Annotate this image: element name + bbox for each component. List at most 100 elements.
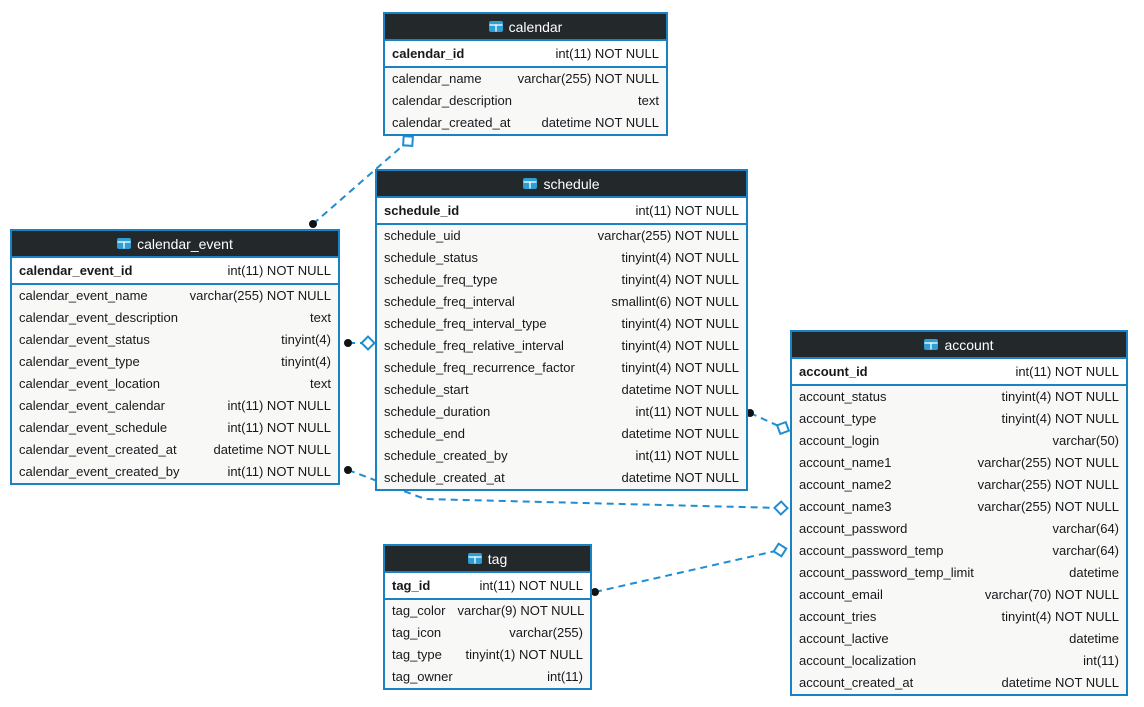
- column-name: schedule_freq_type: [384, 272, 498, 287]
- column-type: int(11) NOT NULL: [227, 398, 331, 413]
- column-type: int(11) NOT NULL: [1015, 364, 1119, 379]
- column-row-schedule_uid: schedule_uid varchar(255) NOT NULL: [377, 225, 746, 247]
- column-row-schedule_freq_recurrence_factor: schedule_freq_recurrence_factor tinyint(4…: [377, 357, 746, 379]
- column-name: schedule_id: [384, 203, 460, 218]
- fk-calendar_event-to-schedule-pk-diamond: [360, 335, 376, 351]
- column-type: tinyint(1) NOT NULL: [465, 647, 583, 662]
- column-type: text: [310, 310, 331, 325]
- column-type: varchar(255) NOT NULL: [977, 499, 1119, 514]
- column-type: varchar(255) NOT NULL: [597, 228, 739, 243]
- column-row-calendar_id: calendar_id int(11) NOT NULL: [385, 41, 666, 66]
- column-row-account_localization: account_localization int(11): [792, 650, 1126, 672]
- column-type: tinyint(4) NOT NULL: [621, 360, 739, 375]
- column-type: tinyint(4): [281, 354, 331, 369]
- column-name: account_email: [799, 587, 883, 602]
- column-type: tinyint(4) NOT NULL: [621, 272, 739, 287]
- column-row-account_id: account_id int(11) NOT NULL: [792, 359, 1126, 384]
- column-name: schedule_created_at: [384, 470, 505, 485]
- column-name: schedule_status: [384, 250, 478, 265]
- column-name: calendar_event_schedule: [19, 420, 168, 435]
- column-name: schedule_uid: [384, 228, 461, 243]
- column-type: tinyint(4) NOT NULL: [1001, 389, 1119, 404]
- column-type: int(11) NOT NULL: [635, 404, 739, 419]
- column-name: tag_type: [392, 647, 442, 662]
- column-row-schedule_freq_type: schedule_freq_type tinyint(4) NOT NULL: [377, 269, 746, 291]
- primary-key-section: schedule_id int(11) NOT NULL: [377, 198, 746, 225]
- table-title: calendar_event: [137, 235, 233, 252]
- column-type: int(11) NOT NULL: [555, 46, 659, 61]
- column-type: int(11): [1083, 653, 1119, 668]
- column-name: calendar_event_id: [19, 263, 133, 278]
- column-type: tinyint(4) NOT NULL: [621, 338, 739, 353]
- column-type: tinyint(4): [281, 332, 331, 347]
- table-title: calendar: [508, 18, 563, 35]
- table-header-schedule[interactable]: schedule: [377, 171, 746, 198]
- table-header-tag[interactable]: tag: [385, 546, 590, 573]
- column-name: schedule_created_by: [384, 448, 508, 463]
- fk-calendar_event-to-calendar-fk-dot: [309, 220, 317, 228]
- fk-tag-to-account-fk-dot: [591, 588, 599, 596]
- column-type: smallint(6) NOT NULL: [611, 294, 739, 309]
- column-type: varchar(255) NOT NULL: [977, 477, 1119, 492]
- column-type: tinyint(4) NOT NULL: [621, 316, 739, 331]
- table-title: schedule: [543, 175, 600, 192]
- column-row-account_name2: account_name2 varchar(255) NOT NULL: [792, 474, 1126, 496]
- column-type: int(11) NOT NULL: [635, 203, 739, 218]
- column-type: datetime: [1069, 565, 1119, 580]
- column-name: account_login: [799, 433, 880, 448]
- column-type: datetime NOT NULL: [621, 426, 739, 441]
- column-type: varchar(255): [509, 625, 583, 640]
- column-name: account_name2: [799, 477, 892, 492]
- column-name: calendar_event_status: [19, 332, 150, 347]
- column-name: account_tries: [799, 609, 877, 624]
- table-header-calendar_event[interactable]: calendar_event: [12, 231, 338, 258]
- column-name: account_password_temp: [799, 543, 944, 558]
- column-type: int(11): [547, 669, 583, 684]
- table-header-account[interactable]: account: [792, 332, 1126, 359]
- column-name: schedule_start: [384, 382, 469, 397]
- column-name: account_status: [799, 389, 887, 404]
- column-name: schedule_freq_recurrence_factor: [384, 360, 575, 375]
- column-row-calendar_event_status: calendar_event_status tinyint(4): [12, 329, 338, 351]
- column-name: account_localization: [799, 653, 917, 668]
- column-name: schedule_freq_interval: [384, 294, 515, 309]
- column-name: calendar_id: [392, 46, 465, 61]
- column-name: account_lactive: [799, 631, 889, 646]
- column-name: account_password_temp_limit: [799, 565, 974, 580]
- table-header-calendar[interactable]: calendar: [385, 14, 666, 41]
- column-row-account_status: account_status tinyint(4) NOT NULL: [792, 386, 1126, 408]
- fk-tag-to-account-line: [594, 549, 781, 593]
- column-type: datetime NOT NULL: [213, 442, 331, 457]
- column-type: varchar(255) NOT NULL: [977, 455, 1119, 470]
- column-name: calendar_event_created_at: [19, 442, 177, 457]
- column-name: account_id: [799, 364, 868, 379]
- column-type: text: [638, 93, 659, 108]
- column-type: varchar(70) NOT NULL: [984, 587, 1119, 602]
- column-type: varchar(9) NOT NULL: [457, 603, 585, 618]
- column-type: int(11) NOT NULL: [479, 578, 583, 593]
